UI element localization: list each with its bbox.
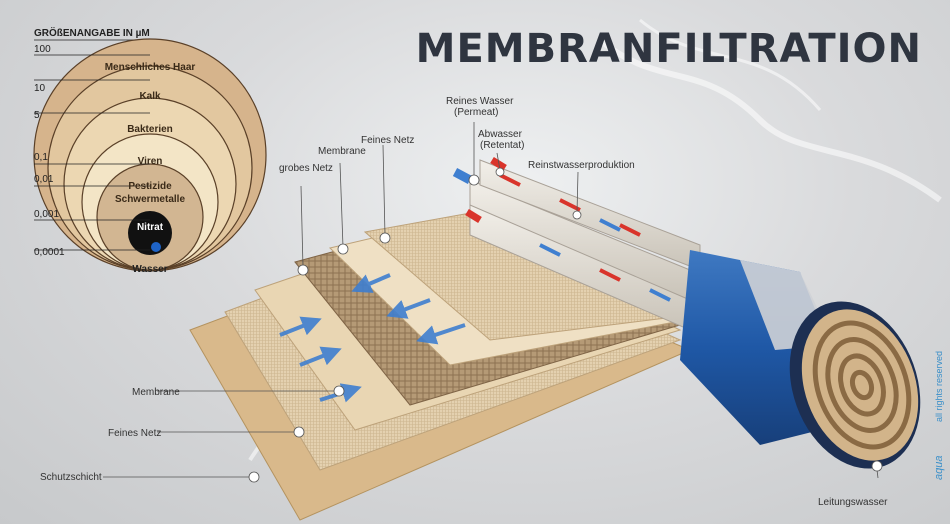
spiral-tubes bbox=[452, 157, 701, 331]
label-membrane-left: Membrane bbox=[132, 387, 180, 398]
label-feines-netz-left: Feines Netz bbox=[108, 428, 161, 439]
scale-5: 5 bbox=[34, 110, 40, 121]
scale-0-0001: 0,0001 bbox=[34, 247, 65, 258]
scale-100: 100 bbox=[34, 44, 51, 55]
scale-0-01: 0,01 bbox=[34, 174, 54, 185]
label-reinstwasser: Reinstwasserproduktion bbox=[528, 160, 635, 171]
label-viren: Viren bbox=[138, 156, 163, 167]
membrane-cylinder bbox=[680, 250, 921, 469]
label-reines-wasser: Reines Wasser bbox=[446, 96, 514, 107]
label-hair: Menschliches Haar bbox=[105, 62, 196, 73]
brand-rights: all rights reserved bbox=[934, 351, 944, 422]
label-bakterien: Bakterien bbox=[127, 124, 173, 135]
scale-10: 10 bbox=[34, 83, 46, 94]
circle-nitrat bbox=[128, 211, 172, 255]
label-nitrat: Nitrat bbox=[137, 222, 164, 233]
circle-wasser bbox=[151, 242, 161, 252]
brand-watermark: aqua all rights reserved bbox=[933, 351, 945, 480]
membrane-layers bbox=[189, 203, 692, 521]
label-retentat: (Retentat) bbox=[480, 140, 524, 151]
label-abwasser: Abwasser bbox=[478, 129, 523, 140]
label-schwermetalle: Schwermetalle bbox=[115, 194, 185, 205]
brand-name: aqua bbox=[933, 456, 945, 480]
label-leitungswasser: Leitungswasser bbox=[818, 497, 888, 508]
label-membrane-top: Membrane bbox=[318, 146, 366, 157]
label-pestizide: Pestizide bbox=[128, 181, 172, 192]
label-wasser: Wasser bbox=[132, 264, 167, 275]
size-chart: GRÖßENANGABE IN µM 100 10 5 0,1 0,01 0,0… bbox=[33, 26, 267, 275]
size-chart-header: GRÖßENANGABE IN µM bbox=[34, 26, 150, 39]
callouts bbox=[103, 122, 883, 483]
label-feines-netz-top: Feines Netz bbox=[361, 135, 414, 146]
label-grobes-netz: grobes Netz bbox=[279, 163, 333, 174]
scale-0-1: 0,1 bbox=[34, 152, 48, 163]
label-kalk: Kalk bbox=[139, 91, 161, 102]
page-title: MEMBRANFILTRATION bbox=[416, 26, 922, 72]
label-permeat: (Permeat) bbox=[454, 107, 498, 118]
label-schutzschicht: Schutzschicht bbox=[40, 472, 102, 483]
scale-0-001: 0,001 bbox=[34, 209, 59, 220]
